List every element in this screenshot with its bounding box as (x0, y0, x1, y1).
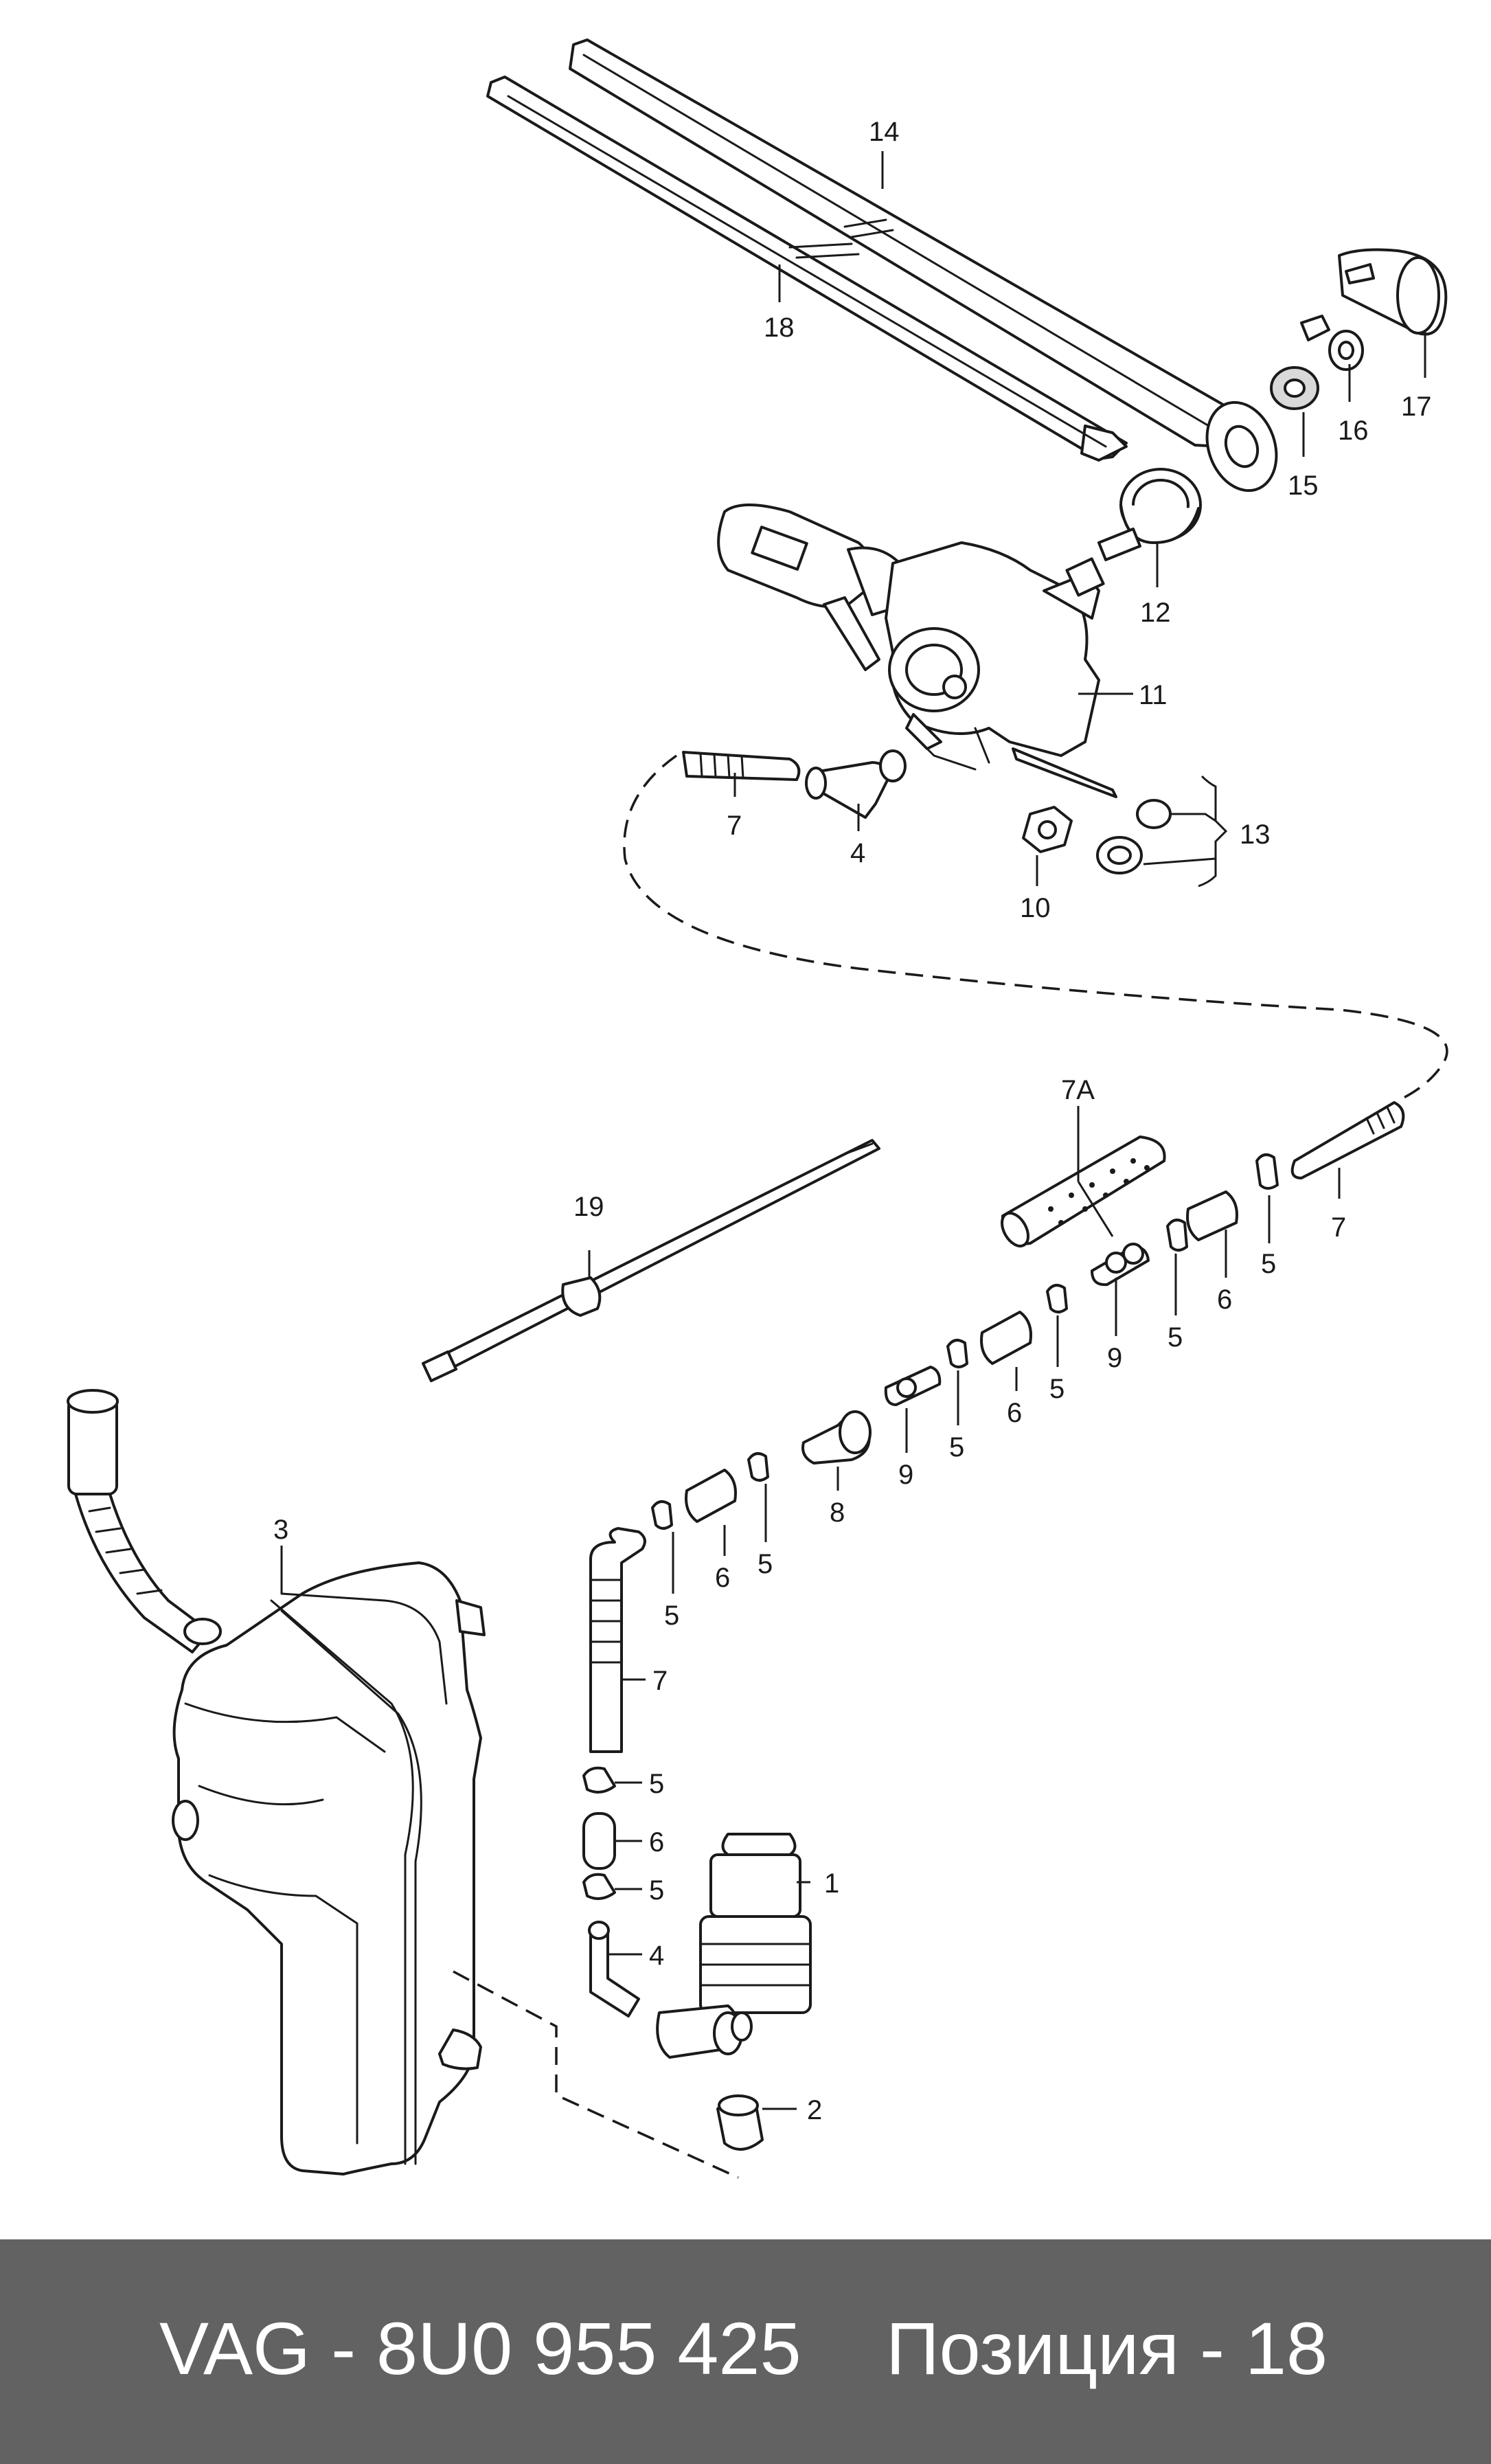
callout-19: 19 (573, 1192, 604, 1222)
callout-5-e: 5 (758, 1549, 773, 1579)
washer-pump (656, 1833, 812, 2059)
arm-cap (1338, 248, 1448, 336)
hose-right (1290, 1101, 1405, 1179)
footer-bar: VAG - 8U0 955 425 Позиция - 18 (0, 2239, 1491, 2464)
connector-chain (651, 1153, 1279, 1530)
filler-neck (67, 1389, 222, 1653)
callout-6-d: 6 (649, 1827, 664, 1857)
hose-lower (589, 1527, 646, 1753)
pump-grommet (716, 2094, 764, 2151)
wiper-motor (717, 504, 1141, 798)
lower-fittings (582, 1766, 640, 2017)
position-label: Позиция - 18 (886, 2307, 1328, 2390)
wiper-blade (486, 76, 1128, 462)
callout-7-top: 7 (727, 811, 742, 841)
arm-nut (1300, 315, 1364, 371)
callout-18: 18 (764, 313, 795, 343)
hose-route (623, 754, 1448, 1100)
hose-upper (682, 751, 801, 781)
callout-labels: 14 18 17 16 15 12 11 7 4 13 10 7A 7 5 6 … (273, 117, 1432, 2125)
callout-8: 8 (830, 1497, 845, 1528)
part-number-label: VAG - 8U0 955 425 (159, 2307, 801, 2390)
callout-14: 14 (869, 117, 900, 147)
callout-7-right: 7 (1331, 1212, 1346, 1243)
callout-9-a: 9 (1107, 1343, 1122, 1373)
grommet (1119, 468, 1202, 544)
cable-tie (421, 1139, 880, 1383)
hex-nut (1022, 806, 1073, 853)
callout-13: 13 (1240, 820, 1271, 850)
callout-1: 1 (824, 1868, 839, 1899)
foam-sleeve (1001, 1135, 1166, 1247)
callout-12: 12 (1140, 598, 1171, 628)
callout-15: 15 (1288, 471, 1319, 501)
callout-5-d: 5 (949, 1432, 964, 1462)
callout-5-c: 5 (1049, 1374, 1065, 1404)
callout-6-b: 6 (1007, 1398, 1022, 1428)
callout-11: 11 (1139, 680, 1168, 710)
callout-6-a: 6 (1217, 1285, 1232, 1315)
callout-4-lower: 4 (649, 1941, 664, 1971)
elbow-connector-upper (805, 749, 907, 819)
leader-lines (280, 151, 1426, 2110)
mounting-line (453, 1970, 739, 2179)
mount-bolt (1096, 799, 1172, 874)
exploded-parts-diagram: 14 18 17 16 15 12 11 7 4 13 10 7A 7 5 6 … (67, 38, 1448, 2179)
callout-16: 16 (1338, 416, 1369, 446)
washer-reservoir (172, 1561, 486, 2175)
callout-10: 10 (1020, 893, 1051, 923)
washer (1270, 366, 1319, 410)
callout-7-lower: 7 (652, 1666, 668, 1696)
callout-5-g: 5 (649, 1769, 664, 1799)
callout-5-b: 5 (1168, 1322, 1183, 1353)
callout-17: 17 (1401, 392, 1432, 422)
callout-3: 3 (273, 1515, 288, 1545)
callout-2: 2 (807, 2095, 822, 2125)
callout-7A: 7A (1061, 1075, 1095, 1105)
callout-5-h: 5 (649, 1875, 664, 1906)
callout-4-top: 4 (850, 838, 865, 868)
callout-9-b: 9 (898, 1460, 913, 1490)
wiper-arm (569, 38, 1278, 493)
callout-6-c: 6 (715, 1563, 730, 1593)
callout-5-a: 5 (1261, 1249, 1276, 1279)
callout-5-f: 5 (664, 1601, 679, 1631)
